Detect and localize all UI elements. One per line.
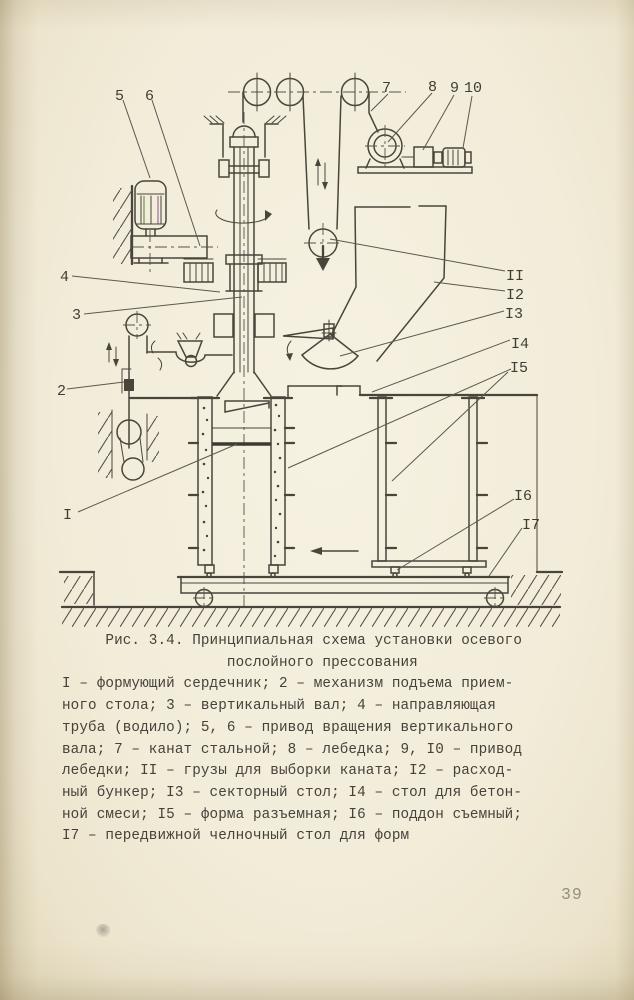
core-cone [217, 372, 271, 396]
rope-weight-block [304, 223, 342, 271]
winch-motor [443, 148, 465, 167]
part-label-16: I6 [514, 488, 532, 505]
part-label-10: 10 [464, 80, 482, 97]
pulley-block [228, 73, 406, 229]
part-label-13: I3 [505, 306, 523, 323]
carriage-clamp [124, 379, 134, 391]
ground-hatching [62, 608, 560, 627]
concrete-speckles [201, 403, 282, 558]
part-label-11: II [506, 268, 524, 285]
removable-pallet [372, 561, 486, 567]
wall-hatching [113, 188, 132, 264]
part-label-9: 9 [450, 80, 459, 97]
figure-caption: Рис. 3.4. Принципиальная схема установки… [62, 633, 523, 845]
motor-body [135, 181, 166, 229]
part-label-12: I2 [506, 287, 524, 304]
lower-bearing-right [255, 314, 274, 337]
shaft-head-dome [233, 126, 255, 137]
part-label-4: 4 [60, 269, 69, 286]
table-lift-mechanism [98, 311, 232, 480]
lower-bearing-left [214, 314, 233, 337]
weight-arrowhead [316, 258, 330, 271]
page-number: 39 [561, 885, 583, 904]
part-label-8: 8 [428, 79, 437, 96]
rotation-arrow [216, 210, 269, 223]
scatter-arm [147, 352, 232, 362]
mix-table-platform [288, 386, 537, 571]
rope-left [303, 96, 309, 229]
mold-right [370, 397, 487, 577]
rope-right [337, 96, 341, 229]
part-label-7: 7 [382, 80, 391, 97]
sector-plate [302, 334, 358, 369]
drive-motor-unit [113, 181, 218, 272]
shuttle-table [178, 547, 509, 609]
part-label-17: I7 [522, 517, 540, 534]
winch-base-plate [358, 167, 472, 173]
mold-left [189, 397, 294, 577]
ground [60, 572, 562, 627]
feed-hopper [332, 206, 446, 361]
feed-funnel [178, 341, 202, 357]
part-label-2: 2 [57, 383, 66, 400]
leader-lines [67, 93, 522, 576]
part-label-5: 5 [115, 88, 124, 105]
left-flange [184, 263, 213, 282]
rope-direction-arrows [315, 158, 328, 190]
part-label-6: 6 [145, 88, 154, 105]
part-label-1: I [63, 507, 72, 524]
right-flange [258, 263, 286, 282]
vertical-shaft [184, 112, 286, 607]
coupling [434, 152, 442, 163]
part-label-14: I4 [511, 336, 529, 353]
rope-to-winch [369, 92, 378, 132]
part-labels: 5 6 7 8 9 10 4 3 2 I II I2 I3 I4 I5 I6 I… [57, 79, 540, 534]
sector-table [283, 320, 358, 369]
part-label-3: 3 [72, 307, 81, 324]
winch-unit [358, 125, 472, 173]
part-label-15: I5 [510, 360, 528, 377]
